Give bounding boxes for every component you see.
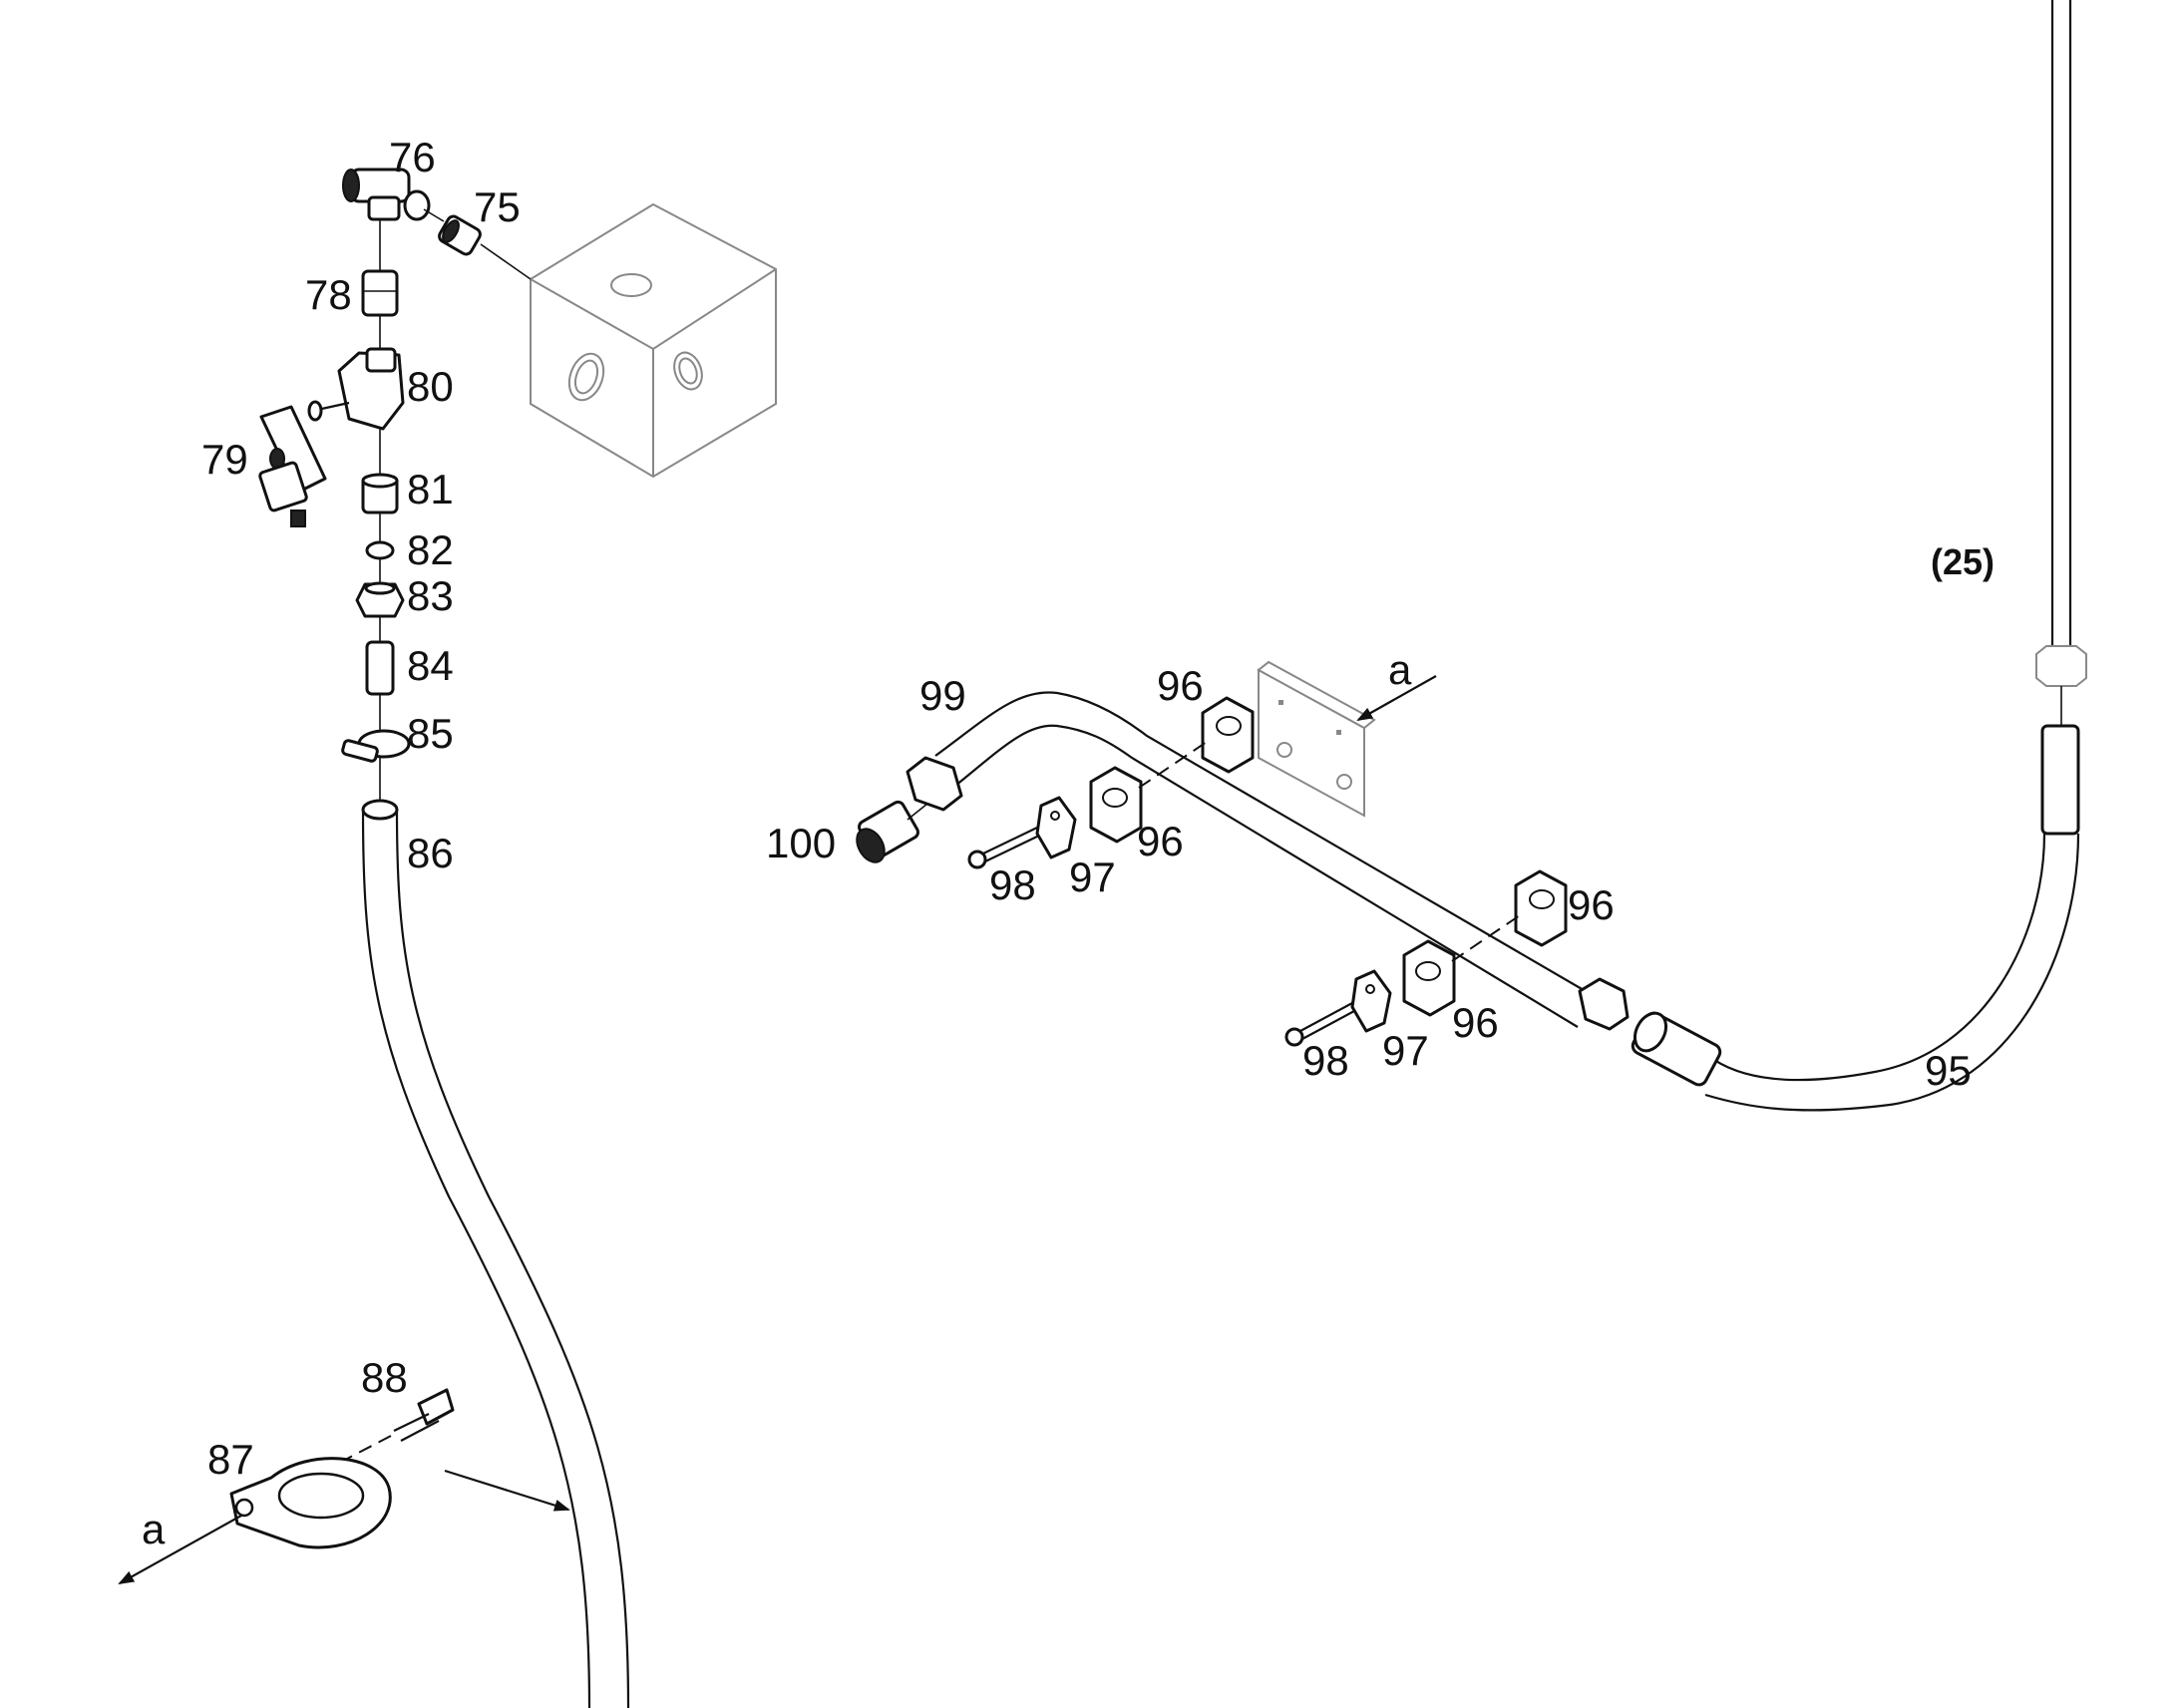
fitting-body-80 [307, 347, 405, 431]
label-85: 85 [407, 710, 454, 757]
label-96a: 96 [1157, 662, 1204, 709]
bolt-88 [393, 1388, 455, 1442]
p-clamp-87 [229, 1457, 392, 1549]
label-96b: 96 [1137, 818, 1184, 864]
adapter-78 [361, 269, 399, 317]
axis-upper-clamps [1138, 741, 1208, 789]
axis-lower-clamps [1451, 914, 1521, 962]
label-98a: 98 [989, 861, 1036, 908]
leader-arrow-hose [444, 1469, 570, 1512]
label-88: 88 [361, 1354, 408, 1401]
pipe-25 [2035, 0, 2087, 687]
label-75: 75 [474, 183, 521, 230]
label-a-top: a [1388, 646, 1412, 693]
view-arrow-a-bottom [118, 1515, 242, 1584]
label-95: 95 [1925, 1047, 1972, 1094]
nut-83 [355, 581, 405, 618]
hose-clamp-85 [341, 729, 411, 763]
label-a-bottom: a [142, 1506, 166, 1552]
label-100: 100 [766, 820, 836, 866]
plate-97b [1350, 969, 1392, 1033]
clamp-half-96d [1402, 939, 1456, 1017]
label-76: 76 [389, 134, 436, 180]
adapter-81 [361, 473, 399, 514]
label-83: 83 [407, 572, 454, 619]
label-87: 87 [207, 1436, 254, 1483]
hose-86 [361, 799, 630, 1708]
label-80: 80 [407, 363, 454, 410]
hose-95 [1631, 724, 2080, 1112]
sleeve-84 [365, 640, 395, 696]
axis-75-block [480, 243, 532, 280]
sensor-79 [258, 405, 327, 527]
label-78: 78 [305, 271, 352, 318]
clamp-half-96a [1201, 696, 1255, 774]
label-86: 86 [407, 830, 454, 876]
o-ring-82 [365, 540, 395, 560]
clamp-half-96b [1089, 766, 1143, 844]
label-25: (25) [1931, 541, 1995, 582]
tube-99 [906, 691, 1630, 1031]
valve-block [530, 202, 777, 479]
plate-97a [1035, 796, 1077, 859]
label-97a: 97 [1069, 854, 1116, 900]
label-84: 84 [407, 642, 454, 689]
bolt-98a [967, 827, 1040, 869]
bolt-98b [1284, 1002, 1355, 1047]
axis-100-99 [907, 803, 928, 821]
label-79: 79 [201, 436, 248, 483]
label-81: 81 [407, 466, 454, 512]
axis-76-75 [423, 208, 445, 222]
view-arrow-a-top [1356, 675, 1437, 721]
clamp-half-96c [1514, 869, 1568, 947]
label-97b: 97 [1382, 1027, 1429, 1074]
label-99: 99 [919, 672, 966, 719]
label-82: 82 [407, 526, 454, 573]
label-96c: 96 [1568, 881, 1615, 928]
tee-fitting-76 [342, 168, 431, 221]
bracket-plate [1257, 660, 1376, 818]
label-98b: 98 [1302, 1037, 1349, 1084]
nipple-75 [438, 214, 482, 256]
adapter-100 [856, 800, 919, 863]
label-96d: 96 [1452, 999, 1499, 1046]
